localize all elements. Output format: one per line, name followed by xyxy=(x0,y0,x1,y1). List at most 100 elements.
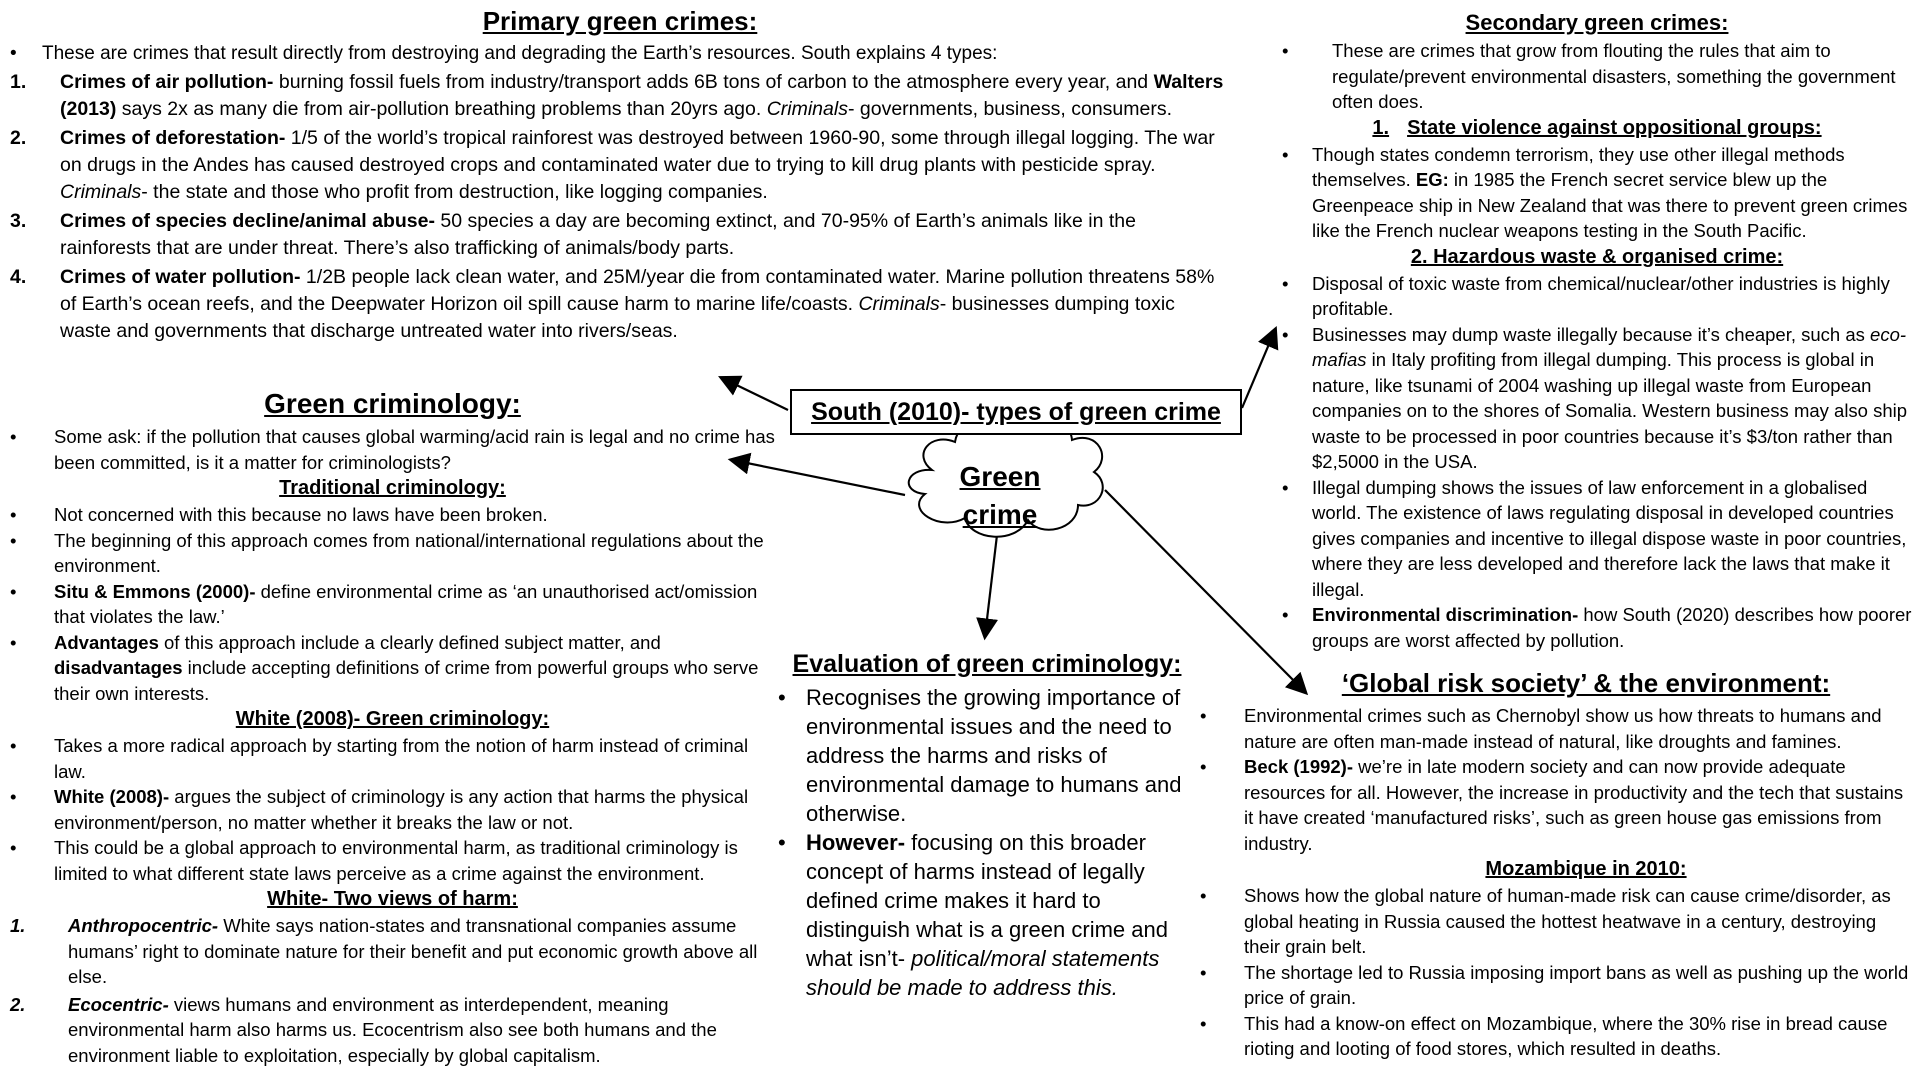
item-bold: Beck (1992)- xyxy=(1244,756,1354,777)
list-item: 3. Crimes of species decline/animal abus… xyxy=(10,208,1230,262)
item-text: views humans and environment as interdep… xyxy=(68,993,717,1066)
item-text: Businesses may dump waste illegally beca… xyxy=(1312,323,1871,345)
item-italic: Criminals xyxy=(858,292,940,315)
green-crim-intro: Some ask: if the pollution that causes g… xyxy=(10,424,775,475)
traditional-title: Traditional criminology: xyxy=(279,477,506,499)
cloud-line-2: crime xyxy=(962,499,1038,530)
item-text: define environmental crime as ‘an unauth… xyxy=(54,580,758,628)
list-item: White (2008)- argues the subject of crim… xyxy=(10,784,775,835)
list-item: Though states condemn terrorism, they us… xyxy=(1282,142,1912,244)
item-number: 1. xyxy=(10,915,26,936)
center-title: South (2010)- types of green crime xyxy=(790,389,1242,435)
item-bold: Environmental discrimination- xyxy=(1312,604,1579,625)
item-bold: EG: xyxy=(1415,169,1449,190)
item-text: include accepting definitions of crime f… xyxy=(54,657,759,704)
list-item: The shortage led to Russia imposing impo… xyxy=(1200,960,1912,1011)
item-term: Anthropocentric- xyxy=(68,915,219,936)
risk-title: ‘Global risk society’ & the environment: xyxy=(1341,668,1831,698)
list-item: 1. Anthropocentric- White says nation-st… xyxy=(10,913,775,990)
arrow-to-global-risk xyxy=(1104,489,1309,696)
evaluation-title: Evaluation of green criminology: xyxy=(792,650,1182,678)
item-italic: political/moral statements should be mad… xyxy=(806,946,1160,1000)
item-text: - the state and those who profit from de… xyxy=(141,180,768,203)
list-item: The beginning of this approach comes fro… xyxy=(10,528,775,579)
primary-title: Primary green crimes: xyxy=(482,6,758,36)
cloud-line-1: Green xyxy=(959,461,1041,492)
item-bold: Walters (2013) xyxy=(60,70,1224,120)
item-bold: disadvantages xyxy=(54,657,183,678)
primary-intro: These are crimes that result directly fr… xyxy=(10,41,1230,67)
item-number: 2. xyxy=(10,993,26,1015)
list-item: 1. Crimes of air pollution- burning foss… xyxy=(10,69,1230,123)
list-item: Takes a more radical approach by startin… xyxy=(10,733,775,784)
item-text: - businesses dumping toxic waste and gov… xyxy=(60,292,1175,342)
list-item: Beck (1992)- we’re in late modern societ… xyxy=(1200,754,1912,856)
arrow-to-evaluation xyxy=(976,534,999,641)
views-title: White- Two views of harm: xyxy=(267,888,518,910)
item-text: White says nation-states and transnation… xyxy=(68,915,758,987)
green-criminology-section: Green criminology: Some ask: if the poll… xyxy=(10,388,775,1070)
item-text: in 1985 the French secret service blew u… xyxy=(1312,169,1908,241)
item-term: Ecocentric- xyxy=(68,993,169,1015)
item-term: Crimes of deforestation- xyxy=(60,126,286,149)
item-text: 1/2B people lack clean water, and 25M/ye… xyxy=(60,265,1215,315)
item-text: 1/5 of the world’s tropical rainforest w… xyxy=(60,126,1215,176)
item-text: how South (2020) describes how poorer gr… xyxy=(1312,604,1912,651)
primary-section: Primary green crimes: These are crimes t… xyxy=(10,6,1230,347)
arrow-to-primary xyxy=(718,375,789,411)
item-bold: Situ & Emmons (2000)- xyxy=(54,580,256,602)
item-term: Crimes of species decline/animal abuse- xyxy=(60,209,435,232)
cloud-label: Green crime xyxy=(935,458,1065,534)
item-text: argues the subject of criminology is any… xyxy=(54,786,749,833)
item-text: - governments, business, consumers. xyxy=(847,97,1173,120)
item-number: 3. xyxy=(10,209,27,232)
list-item: Situ & Emmons (2000)- define environment… xyxy=(10,579,775,630)
item-text: of this approach include a clearly defin… xyxy=(158,631,661,653)
item-number: 2. xyxy=(10,126,27,149)
item-number: 1. xyxy=(1372,116,1390,139)
list-item: Not concerned with this because no laws … xyxy=(10,502,775,528)
item-bold: Advantages xyxy=(54,631,159,653)
mozambique-title: Mozambique in 2010: xyxy=(1485,858,1687,880)
item-number: 1. xyxy=(10,70,27,93)
list-item: Advantages of this approach include a cl… xyxy=(10,630,775,707)
list-item: 4. Crimes of water pollution- 1/2B peopl… xyxy=(10,264,1230,345)
evaluation-section: Evaluation of green criminology: Recogni… xyxy=(778,650,1196,1002)
list-item: This could be a global approach to envir… xyxy=(10,835,775,886)
item-text: in Italy profiting from illegal dumping.… xyxy=(1312,349,1908,472)
risk-section: ‘Global risk society’ & the environment:… xyxy=(1200,668,1912,1062)
item-text: says 2x as many die from air-pollution b… xyxy=(116,97,767,120)
list-item: Shows how the global nature of human-mad… xyxy=(1200,883,1912,960)
secondary-intro: These are crimes that grow from flouting… xyxy=(1282,38,1912,115)
list-item: However- focusing on this broader concep… xyxy=(778,828,1196,1002)
arrow-to-secondary xyxy=(1240,325,1279,409)
state-violence-label: State violence against oppositional grou… xyxy=(1407,116,1822,139)
list-item: 2. Ecocentric- views humans and environm… xyxy=(10,992,775,1069)
white-title: White (2008)- Green criminology: xyxy=(235,708,550,730)
secondary-section: Secondary green crimes: These are crimes… xyxy=(1282,8,1912,653)
item-bold: White (2008)- xyxy=(54,786,170,807)
item-text: we’re in late modern society and can now… xyxy=(1244,756,1904,854)
item-italic: Criminals xyxy=(766,97,848,120)
item-text: 50 species a day are becoming extinct, a… xyxy=(60,209,1136,259)
item-number: 4. xyxy=(10,265,27,288)
item-term: Crimes of air pollution- xyxy=(60,70,274,93)
secondary-title: Secondary green crimes: xyxy=(1465,10,1729,35)
list-item: Recognises the growing importance of env… xyxy=(778,683,1196,828)
list-item: Environmental discrimination- how South … xyxy=(1282,602,1912,653)
list-item: 2. Crimes of deforestation- 1/5 of the w… xyxy=(10,125,1230,206)
list-item: Disposal of toxic waste from chemical/nu… xyxy=(1282,271,1912,322)
item-italic: Criminals xyxy=(60,180,142,203)
green-criminology-title: Green criminology: xyxy=(264,388,521,419)
list-item: This had a know-on effect on Mozambique,… xyxy=(1200,1011,1912,1062)
item-text: Though states condemn terrorism, they us… xyxy=(1312,143,1845,191)
item-term: Crimes of water pollution- xyxy=(60,265,301,288)
item-text: burning fossil fuels from industry/trans… xyxy=(273,70,1154,93)
item-bold: However- xyxy=(806,830,906,855)
item-text: focusing on this broader concept of harm… xyxy=(806,830,1168,971)
list-item: Environmental crimes such as Chernobyl s… xyxy=(1200,703,1912,754)
hazardous-waste-title: 2. Hazardous waste & organised crime: xyxy=(1410,245,1784,268)
state-violence-title: 1. State violence against oppositional gr… xyxy=(1282,117,1912,140)
primary-list: 1. Crimes of air pollution- burning foss… xyxy=(10,69,1230,345)
